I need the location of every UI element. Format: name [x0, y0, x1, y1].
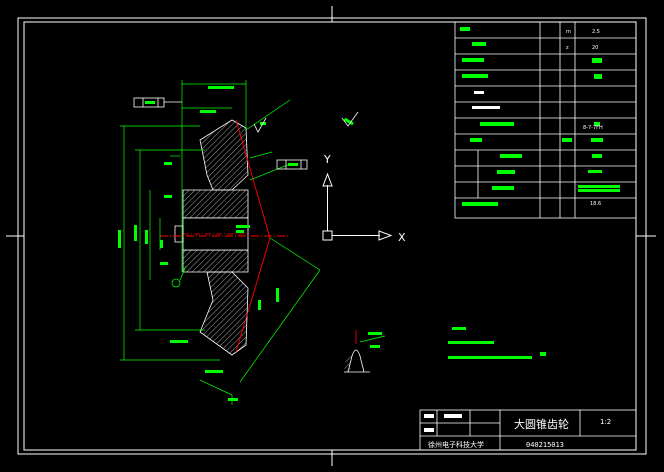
ucs-icon [322, 172, 393, 241]
parameters-table-values: m 2.5 z 20 8-7-7FH 18.6 [566, 29, 603, 207]
parameters-table-fills [460, 27, 620, 206]
gear-bore [174, 217, 249, 251]
drawing-scale: 1:2 [600, 418, 611, 426]
tolerance-frame-right [276, 159, 308, 170]
tooth-detail-hatch [344, 356, 352, 372]
param-value-teeth: 20 [592, 45, 598, 51]
param-value-module: 2.5 [592, 29, 600, 35]
param-symbol-z: z [566, 45, 569, 51]
param-value-accuracy: 8-7-7FH [583, 125, 603, 131]
title-block-text: 大圆锥齿轮 1:2 徐州电子科技大学 040215013 [424, 414, 611, 449]
dimension-text [118, 86, 354, 401]
tolerance-frame-left [133, 97, 182, 108]
parameters-table [454, 21, 637, 219]
param-value-bottom: 18.6 [590, 201, 601, 207]
roughness-symbol [253, 111, 359, 133]
dimension-lines [120, 80, 321, 405]
drawing-number: 040215013 [526, 441, 564, 449]
technical-requirements [448, 327, 546, 359]
title-block [419, 409, 637, 451]
drawing-frame [6, 6, 656, 466]
drawing-title: 大圆锥齿轮 [514, 417, 569, 431]
ucs-x-label: X [398, 231, 406, 244]
datum-callout [171, 265, 187, 288]
school-name: 徐州电子科技大学 [428, 440, 484, 449]
ucs-y-label: Y [323, 153, 331, 166]
gear-section-hatched [182, 119, 249, 356]
param-symbol-m: m [566, 29, 571, 35]
